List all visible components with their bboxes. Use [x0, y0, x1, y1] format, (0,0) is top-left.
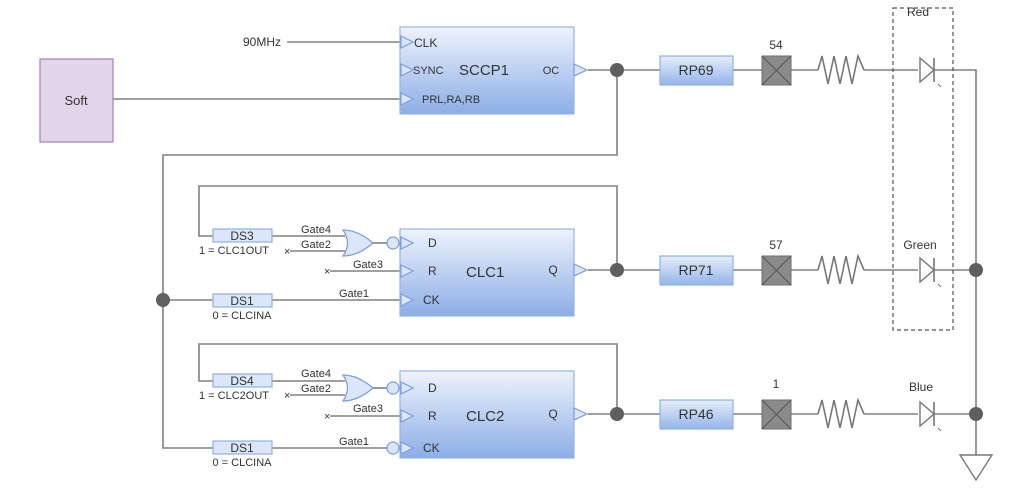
- clc1-ds-top[interactable]: DS3 1 = CLC1OUT: [199, 228, 273, 257]
- pin-clk-icon: [400, 35, 415, 49]
- clc2-gate2-unconnected-icon: ×: [284, 390, 290, 402]
- pin-1-label: 1: [773, 377, 780, 391]
- junction-clc2-q: [610, 407, 624, 421]
- pin-1-icon[interactable]: [761, 399, 792, 430]
- clc1-gate2-unconnected-icon: ×: [284, 246, 290, 258]
- rgb-led-group-box: [892, 7, 954, 331]
- resistor-blue-icon: [817, 397, 865, 429]
- clc1-input-d: D: [428, 236, 437, 250]
- clock-label: 90MHz: [243, 35, 281, 49]
- clc1-ds-bottom[interactable]: DS1 0 = CLCINA: [212, 293, 273, 322]
- sccp-output-oc: OC: [543, 65, 560, 77]
- rp46-label: RP46: [678, 406, 713, 422]
- clc1-d-invert-icon: [386, 236, 400, 250]
- led-blue-icon[interactable]: [919, 400, 942, 432]
- wire-oc-bus: [162, 70, 618, 449]
- wire-clc1-feedback: [198, 185, 618, 270]
- resistor-red-icon: [817, 53, 865, 85]
- soft-block[interactable]: Soft: [39, 58, 114, 143]
- led-red-icon[interactable]: [919, 56, 942, 88]
- channel-green: RP71 57 Green: [659, 238, 942, 288]
- pin-54-icon[interactable]: [761, 55, 792, 86]
- clc2-input-d: D: [428, 381, 437, 395]
- sccp-title: SCCP1: [459, 62, 509, 79]
- clc2-gate3-label: Gate3: [353, 403, 383, 415]
- channel-red: RP69 54 Red: [659, 5, 942, 88]
- clc2-block[interactable]: D R CK CLC2 Q: [399, 370, 589, 459]
- clc1-or-gate-icon: [341, 229, 374, 257]
- clc2-ds-top-label: DS4: [230, 374, 254, 388]
- rp71-block[interactable]: RP71: [659, 255, 734, 286]
- junction-green: [969, 263, 983, 277]
- pin-57-icon[interactable]: [761, 255, 792, 286]
- wire-common-return: [934, 69, 977, 455]
- clc2-title: CLC2: [466, 408, 504, 425]
- wire-clc2-feedback: [198, 343, 618, 414]
- clc1-title: CLC1: [466, 264, 504, 281]
- clc2-gate3-unconnected-icon: ×: [324, 411, 330, 423]
- clc2-gate4-label: Gate4: [301, 368, 331, 380]
- clc2-input-r: R: [428, 409, 437, 423]
- clc1-ds-bottom-label: DS1: [230, 294, 254, 308]
- clc2-input-ck: CK: [423, 441, 440, 455]
- clc1-gate1-label: Gate1: [339, 288, 369, 300]
- junction-clc1-q: [610, 263, 624, 277]
- clc2-ds-bottom[interactable]: DS1 0 = CLCINA: [212, 440, 273, 469]
- led-red-label: Red: [907, 5, 929, 19]
- clc2-ds-top-caption: 1 = CLC2OUT: [199, 390, 269, 402]
- clc2-ck-invert-icon: [386, 441, 400, 455]
- channel-blue: RP46 1 Blue: [659, 377, 942, 432]
- clc2-gate2-label: Gate2: [301, 383, 331, 395]
- rp46-block[interactable]: RP46: [659, 399, 734, 430]
- led-green-label: Green: [903, 238, 936, 252]
- rp69-label: RP69: [678, 62, 713, 78]
- rp69-block[interactable]: RP69: [659, 55, 734, 86]
- clc2-d-invert-icon: [386, 381, 400, 395]
- rp71-label: RP71: [678, 262, 713, 278]
- clc2-output-q: Q: [548, 407, 557, 421]
- clc2-ds-bottom-caption: 0 = CLCINA: [213, 457, 273, 469]
- clc2-gate1-label: Gate1: [339, 436, 369, 448]
- clc1-gate2-label: Gate2: [301, 239, 331, 251]
- led-green-icon[interactable]: [919, 256, 942, 288]
- clc1-ds-bottom-caption: 0 = CLCINA: [213, 310, 273, 322]
- clc1-input-r: R: [428, 264, 437, 278]
- pin-sync-icon: [400, 63, 415, 77]
- clc1-gate3-label: Gate3: [353, 259, 383, 271]
- ground-icon: [958, 454, 994, 482]
- clc1-block[interactable]: D R CK CLC1 Q: [399, 228, 589, 317]
- clc1-ds-top-label: DS3: [230, 229, 254, 243]
- clc1-gate3-unconnected-icon: ×: [324, 266, 330, 278]
- clc1-ds-top-caption: 1 = CLC1OUT: [199, 245, 269, 257]
- sccp-input-clk: CLK: [414, 36, 437, 50]
- led-blue-label: Blue: [909, 380, 933, 394]
- clc2-ds-top[interactable]: DS4 1 = CLC2OUT: [199, 373, 273, 402]
- pin-prl-icon: [400, 92, 415, 106]
- junction-blue: [969, 407, 983, 421]
- clc1-gate4-label: Gate4: [301, 224, 331, 236]
- clc2-or-gate-icon: [341, 374, 374, 402]
- clc1-input-ck: CK: [423, 293, 440, 307]
- junctions: [156, 63, 983, 421]
- clc2-ds-bottom-label: DS1: [230, 441, 254, 455]
- pin-oc-icon: [573, 63, 589, 77]
- sccp-input-sync: SYNC: [413, 65, 444, 77]
- pin-54-label: 54: [769, 38, 783, 52]
- sccp-input-prl: PRL,RA,RB: [422, 94, 480, 106]
- clc1-output-q: Q: [548, 263, 557, 277]
- pin-57-label: 57: [769, 238, 783, 252]
- junction-bus: [156, 293, 170, 307]
- sccp1-block[interactable]: CLK SYNC PRL,RA,RB SCCP1 OC: [399, 26, 589, 115]
- junction-oc: [610, 63, 624, 77]
- soft-label: Soft: [64, 93, 88, 108]
- resistor-green-icon: [817, 253, 865, 285]
